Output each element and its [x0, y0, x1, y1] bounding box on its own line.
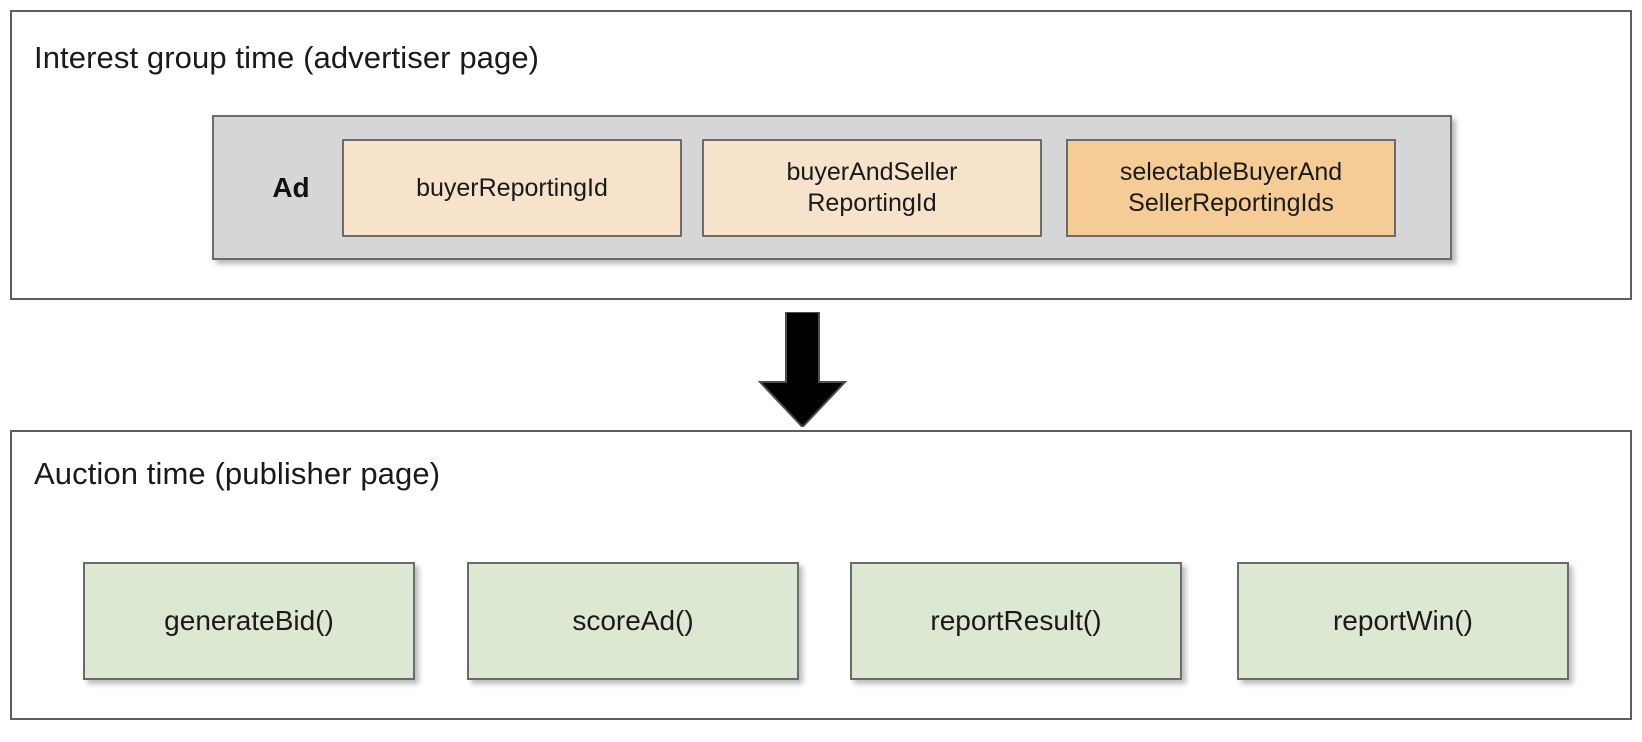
- ad-group-container: Ad buyerReportingId buyerAndSeller Repor…: [212, 115, 1452, 260]
- reporting-id-box-selectable-buyer-and-seller-reporting-ids[interactable]: selectableBuyerAnd SellerReportingIds: [1066, 139, 1396, 237]
- reporting-id-box-buyer-reporting-id[interactable]: buyerReportingId: [342, 139, 682, 237]
- reporting-id-box-buyer-and-seller-reporting-id[interactable]: buyerAndSeller ReportingId: [702, 139, 1042, 237]
- function-label: reportResult(): [930, 605, 1102, 636]
- panel-interest-group-time: Interest group time (advertiser page) Ad…: [10, 10, 1632, 300]
- function-box-generate-bid[interactable]: generateBid(): [83, 562, 415, 680]
- reporting-id-label: buyerReportingId: [416, 173, 608, 202]
- function-box-score-ad[interactable]: scoreAd(): [467, 562, 799, 680]
- panel-auction-time: Auction time (publisher page) generateBi…: [10, 430, 1632, 720]
- reporting-id-label: selectableBuyerAnd SellerReportingIds: [1119, 158, 1343, 217]
- function-label: reportWin(): [1332, 605, 1473, 636]
- function-box-report-result[interactable]: reportResult(): [850, 562, 1182, 680]
- function-label: generateBid(): [164, 605, 334, 636]
- ad-label: Ad: [272, 171, 310, 203]
- function-label: scoreAd(): [572, 605, 694, 636]
- function-box-report-win[interactable]: reportWin(): [1237, 562, 1569, 680]
- panel-title-interest-group-time: Interest group time (advertiser page): [34, 40, 540, 75]
- down-arrow-icon: [757, 312, 848, 427]
- reporting-id-label: buyerAndSeller ReportingId: [786, 158, 958, 217]
- panel-title-auction-time: Auction time (publisher page): [34, 456, 441, 491]
